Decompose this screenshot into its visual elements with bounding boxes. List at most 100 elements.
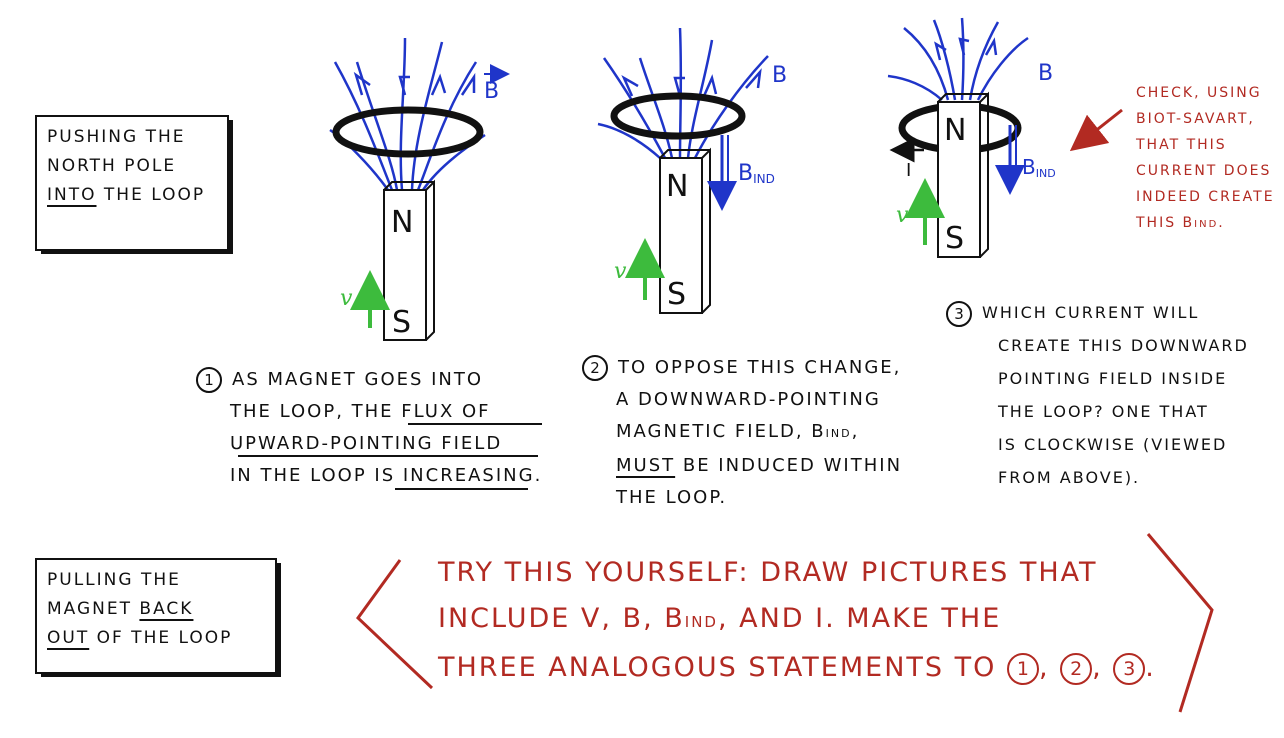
step2-b-sub: IND [825, 427, 852, 440]
pushing-tail: the loop [96, 185, 206, 205]
step3-line-2-text: create this downward [998, 336, 1249, 355]
step2-number: 2 [582, 355, 608, 381]
note-line-2: Biot-Savart, [1136, 111, 1255, 127]
pushing-box-text: Pushing the north pole into the loop [47, 123, 205, 210]
pulling-line-3: out of the loop [47, 624, 232, 653]
current-label-3: I [906, 160, 911, 181]
step3-line-1-text: Which current will [982, 303, 1200, 322]
step3-line-5-text: is clockwise (viewed [998, 435, 1228, 454]
note-line-1: Check, using [1136, 85, 1262, 101]
try-line-2-text: include v, B, B [438, 603, 685, 634]
step3-line-3-text: pointing field inside [998, 369, 1228, 388]
note-last-end: . [1218, 215, 1225, 231]
step3-line-4-text: the loop? One that [998, 402, 1209, 421]
field-label-1: B [484, 79, 499, 104]
loop-2 [610, 92, 746, 140]
step1-line-4: in the loop is increasing. [196, 460, 542, 492]
step3-line-1: 3 Which current will [946, 296, 1249, 329]
step1-underlines [238, 423, 542, 490]
north-label-2: N [666, 169, 688, 204]
magnet-3 [937, 91, 989, 258]
magnet-1 [383, 179, 435, 341]
try-num-1: 1 [1006, 652, 1039, 685]
pushing-box: Pushing the north pole into the loop [35, 115, 229, 251]
step2-line-4: Must be induced within [582, 450, 902, 482]
step3-line-5: is clockwise (viewed [946, 428, 1249, 461]
step1-number: 1 [196, 367, 222, 393]
velocity-label-1: v [340, 286, 353, 311]
pulling-magnet: magnet [47, 599, 140, 619]
loop-1 [332, 106, 484, 158]
south-label-3: S [945, 221, 964, 256]
step1-increasing: is increasing [374, 465, 535, 486]
step3-line-4: the loop? One that [946, 395, 1249, 428]
south-label-1: S [392, 305, 411, 340]
try-num-2: 2 [1060, 652, 1093, 685]
step2-line-2: a downward-pointing [582, 384, 902, 416]
pushing-into: into [47, 185, 97, 205]
step1-line-4-text: in the loop [230, 465, 375, 486]
figure-3: N S BIND I v B [887, 17, 1123, 258]
step2-line-5-text: the loop. [616, 487, 728, 508]
pushing-line-1: Pushing the [47, 127, 186, 147]
field-lines-2 [597, 27, 769, 159]
try-line-2-end: , and I. Make the [717, 603, 1002, 634]
note-line-3: that this [1136, 137, 1227, 153]
pushing-line-2: north pole [47, 156, 177, 176]
step2-line-2-text: a downward-pointing [616, 389, 881, 410]
note-pointer-arrow [1069, 108, 1123, 152]
pulling-tail: of the loop [89, 628, 233, 648]
try-line-2-sub: IND [684, 613, 718, 631]
step1-line-2: the loop, the flux of [196, 396, 542, 428]
north-label-3: N [944, 113, 966, 148]
field-label-2: B [772, 63, 787, 88]
step2-line-3-text: magnetic field, [616, 421, 812, 442]
try-line-2: include v, B, BIND, and I. Make the [438, 596, 1156, 645]
velocity-label-3: v [896, 203, 909, 228]
try-line-1: Try this yourself: Draw pictures that [438, 557, 1098, 588]
step1-line-1: 1 As magnet goes into [196, 364, 542, 396]
try-num-3: 3 [1113, 652, 1146, 685]
note-line-4: current does [1136, 163, 1272, 179]
step-2-text: 2 To oppose this change, a downward-point… [582, 352, 902, 514]
pushing-line-3: into the loop [47, 181, 205, 210]
step2-line-4-text: be induced within [675, 455, 903, 476]
step1-line-3: upward-pointing field [196, 428, 542, 460]
step3-line-6: from above). [946, 461, 1249, 494]
try-line-3-text: three analogous statements to [438, 652, 1007, 683]
north-label-1: N [391, 205, 413, 240]
step-1-text: 1 As magnet goes into the loop, the flux … [196, 364, 542, 492]
pulling-out: out [47, 628, 90, 648]
step2-line-1: 2 To oppose this change, [582, 352, 902, 384]
biot-savart-note: Check, using Biot-Savart, that this curr… [1136, 80, 1275, 238]
induced-field-label-3: BIND [1022, 155, 1056, 180]
try-bracket-right [1146, 533, 1214, 713]
step2-line-1-text: To oppose this change, [618, 357, 902, 378]
try-line-3: three analogous statements to 1, 2, 3. [438, 652, 1156, 685]
note-line-5: indeed create [1136, 189, 1275, 205]
step1-upward-field: upward-pointing field [230, 433, 503, 454]
field-label-3: B [1038, 61, 1053, 86]
figure-1: N S v B [329, 37, 510, 341]
step-3-text: 3 Which current will create this downward… [946, 296, 1249, 494]
try-yourself-text: Try this yourself: Draw pictures that in… [438, 550, 1156, 691]
step1-flux-of: flux of [401, 401, 491, 422]
pulling-line-1: Pulling the [47, 570, 181, 590]
step1-period: . [534, 465, 543, 486]
step3-line-6-text: from above). [998, 468, 1141, 487]
step1-line-1-text: As magnet goes into [232, 369, 484, 390]
step3-line-3: pointing field inside [946, 362, 1249, 395]
note-line-6: this BIND. [1136, 210, 1275, 238]
step3-line-2: create this downward [946, 329, 1249, 362]
step3-number: 3 [946, 300, 972, 327]
note-last-text: this B [1136, 215, 1195, 231]
step2-line-5: the loop. [582, 482, 902, 514]
note-last-sub: IND [1194, 219, 1219, 230]
step2-b-symbol: B [811, 421, 826, 442]
step1-line-2-text: the loop, the [230, 401, 402, 422]
step2-comma: , [851, 421, 860, 442]
induced-field-label-2: BIND [738, 161, 775, 186]
pulling-back: back [139, 599, 194, 619]
pulling-box-text: Pulling the magnet back out of the loop [47, 566, 232, 653]
